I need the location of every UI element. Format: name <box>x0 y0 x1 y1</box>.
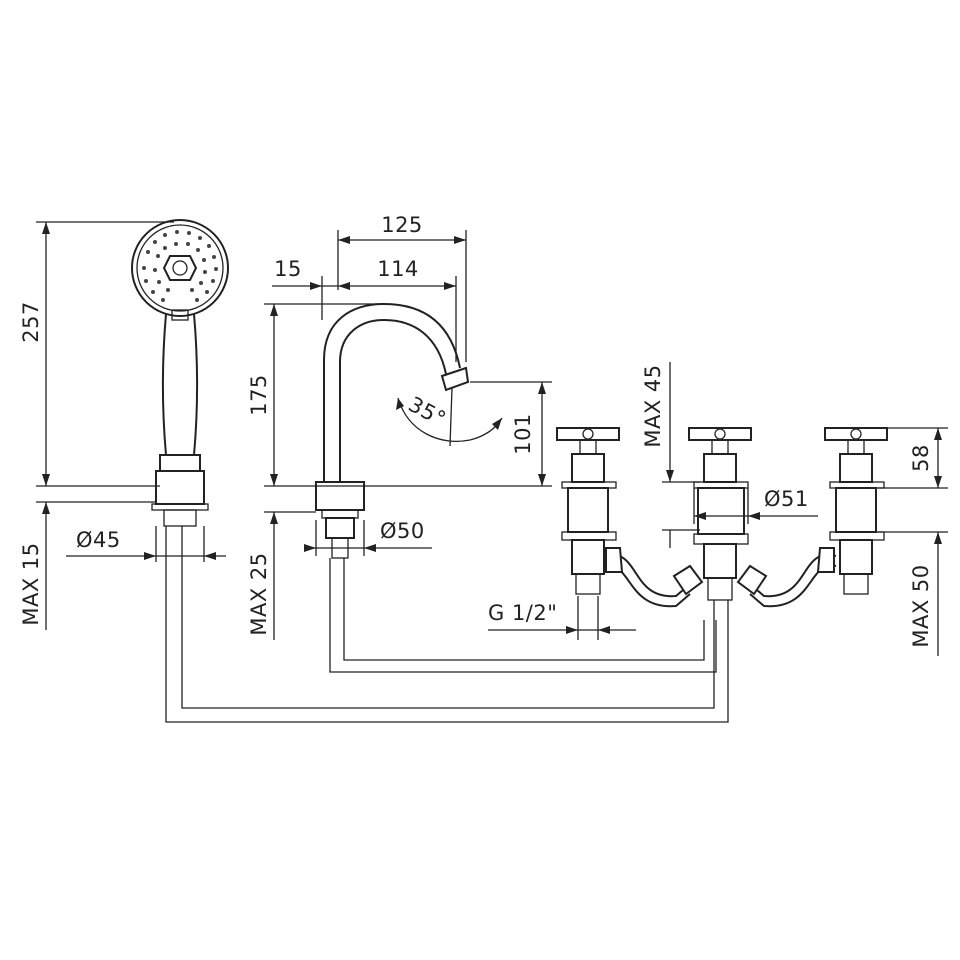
dim-spout-angle: 35° <box>405 392 450 431</box>
connecting-pipes <box>603 547 837 608</box>
dim-deck-max-15: MAX 15 <box>19 542 43 625</box>
dim-spout-outlet-height: 101 <box>511 413 535 455</box>
valve-left <box>556 427 620 595</box>
valve-right <box>824 427 888 595</box>
shower-nozzle-dots <box>142 230 218 302</box>
dim-spout-height: 175 <box>247 374 271 416</box>
dim-handle-height: 58 <box>909 444 933 472</box>
valve-center <box>688 427 752 601</box>
dim-deck-max-50: MAX 50 <box>909 564 933 647</box>
hand-shower <box>131 219 229 527</box>
hoses <box>165 526 729 723</box>
dim-spout-reach: 114 <box>377 257 419 281</box>
dim-spout-offset: 15 <box>274 257 302 281</box>
dim-connection-thread: G 1/2" <box>488 601 557 625</box>
dim-spout-reach-total: 125 <box>381 213 423 237</box>
dim-valve-diameter: Ø51 <box>764 487 809 511</box>
dim-handshower-diameter: Ø45 <box>76 528 121 552</box>
dimension-lines <box>36 221 948 656</box>
dim-handshower-height: 257 <box>19 301 43 343</box>
dim-spout-diameter: Ø50 <box>380 519 425 543</box>
dim-deck-max-25: MAX 25 <box>247 552 271 635</box>
dim-valve-max-45: MAX 45 <box>641 364 665 447</box>
